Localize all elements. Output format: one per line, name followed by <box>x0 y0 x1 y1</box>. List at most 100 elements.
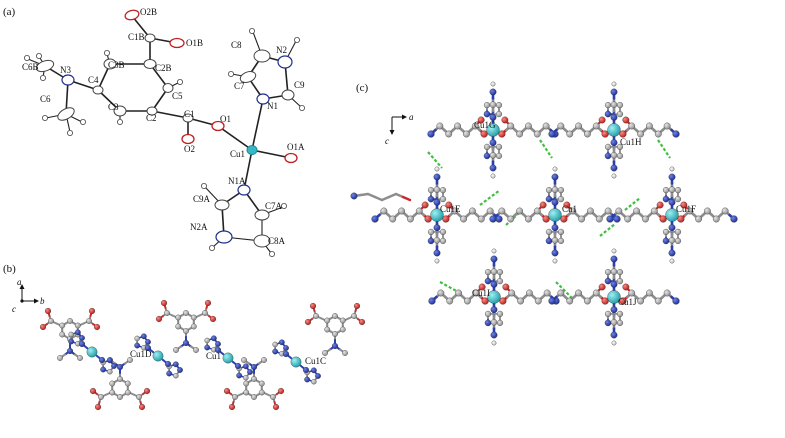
atom-n <box>331 342 339 350</box>
atom-n <box>302 366 310 374</box>
atom-label: C1 <box>184 109 195 119</box>
atom-c <box>117 376 123 382</box>
atom-c <box>193 347 199 353</box>
atom-o <box>619 130 627 138</box>
atom-label: O2 <box>184 144 195 154</box>
cu-label: Cu1J <box>618 297 637 307</box>
atom-c <box>439 196 447 203</box>
atom-c <box>427 187 435 194</box>
atom-o <box>442 215 450 223</box>
atom-o <box>93 323 101 331</box>
atom-label: C5 <box>172 91 183 101</box>
atom-c <box>484 269 492 276</box>
atom-c <box>584 130 591 138</box>
atom-c <box>495 111 503 118</box>
atom-n <box>662 195 670 203</box>
atom-c <box>454 122 461 130</box>
atom-c <box>674 237 682 244</box>
atom-c <box>183 328 189 334</box>
atom-c <box>557 228 565 235</box>
atom-o <box>138 403 146 411</box>
atom-n <box>68 338 75 345</box>
atom-n <box>662 237 670 245</box>
panel-c-molecules <box>350 81 738 346</box>
axis-label-b: b <box>40 296 45 306</box>
atom-o <box>445 201 453 209</box>
atom-cu <box>86 346 98 358</box>
atom-n <box>74 329 81 336</box>
atom-c <box>463 130 470 138</box>
bond <box>373 195 384 202</box>
panel-c-network: a c Cu1G Cu1H Cu1E Cu1 Cu1F Cu1I Cu1J <box>350 81 738 346</box>
atom-label: N2A <box>190 222 208 232</box>
atom-c <box>490 268 498 275</box>
atom-c <box>460 215 467 223</box>
atom-c <box>398 207 405 215</box>
atom-c <box>495 152 503 159</box>
panel-b-chain: a b c Cu1D Cu1 Cu1C <box>12 277 366 411</box>
atom-c <box>633 207 640 215</box>
atom-o <box>94 403 102 411</box>
atom-c <box>575 289 582 297</box>
atom-label: C8A <box>268 236 286 246</box>
atom-o <box>209 315 217 323</box>
axis-label-a: a <box>17 277 22 287</box>
atom-n <box>100 366 107 373</box>
atom-c <box>650 207 658 215</box>
atom-c <box>380 207 388 215</box>
atom-c <box>508 289 516 297</box>
atom-n <box>98 356 106 364</box>
atom-o <box>309 302 317 310</box>
atom-n <box>242 363 249 370</box>
atom-c <box>433 186 441 193</box>
atom-c <box>525 122 532 130</box>
atom-c <box>258 380 265 387</box>
atom-n <box>78 340 86 348</box>
atom-label: O2B <box>140 7 157 17</box>
atom-c <box>495 143 503 150</box>
atom-c <box>339 317 346 324</box>
atom-c <box>663 122 671 130</box>
cu-label: Cu1D <box>130 349 152 359</box>
cu-label: Cu1 <box>562 204 577 214</box>
atom-c <box>251 376 257 382</box>
atom-h <box>490 173 496 179</box>
atom-c <box>332 331 338 337</box>
atom-n <box>551 173 559 181</box>
atom-n <box>111 363 117 369</box>
atom-label: C3B <box>108 60 125 70</box>
atom-c <box>584 297 591 305</box>
atom-c <box>604 207 612 215</box>
atom-c <box>490 319 498 326</box>
atom-c <box>616 310 624 317</box>
atom-c <box>311 378 317 385</box>
atom-c <box>575 122 582 130</box>
atom-cu <box>152 350 164 362</box>
atom-o <box>542 215 550 223</box>
atom-c <box>243 380 250 387</box>
atom-label: C3 <box>108 102 119 112</box>
atom-n <box>164 360 172 368</box>
atom-o <box>622 283 630 291</box>
atom-n <box>66 347 74 355</box>
atom-c <box>241 357 247 363</box>
atom-h <box>552 166 558 172</box>
atom-n <box>215 341 221 347</box>
atom-c <box>471 122 479 130</box>
atom-c <box>190 314 197 321</box>
atom-o <box>304 318 312 326</box>
atom-n <box>177 367 183 373</box>
atom-n <box>214 346 222 354</box>
atom-n <box>610 255 618 263</box>
atom-o <box>155 315 163 323</box>
atom-c <box>495 102 503 109</box>
atom-n <box>433 198 441 206</box>
atom-n <box>210 335 217 342</box>
atom-c <box>57 355 63 361</box>
atom-c <box>389 215 397 223</box>
atom-c <box>439 228 447 235</box>
atom-c <box>592 289 600 297</box>
atom-c <box>439 237 447 244</box>
atom-c <box>272 341 278 348</box>
